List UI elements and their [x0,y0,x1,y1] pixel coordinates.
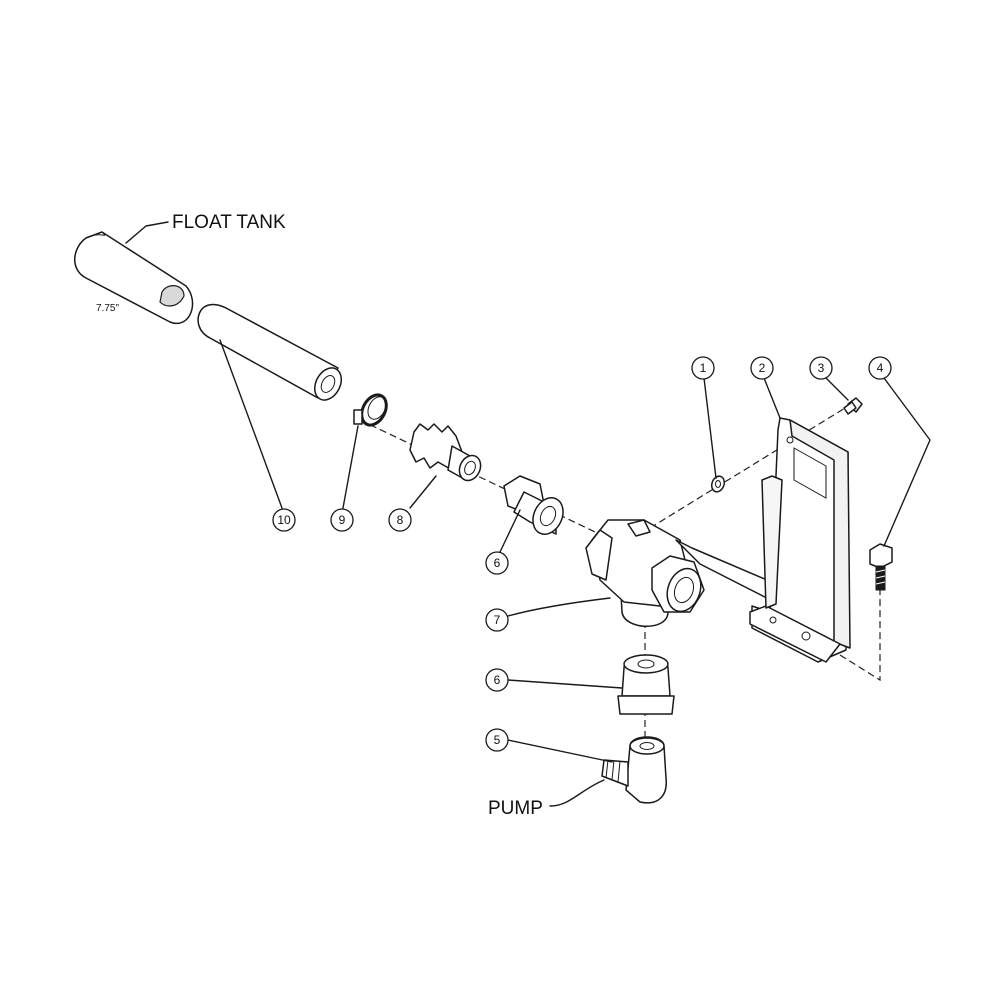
part-2-bracket [749,417,851,663]
float-tank-pipe [74,231,194,325]
part-1-washer [710,475,726,493]
callout-10: 10 [272,508,296,532]
part-6-upper-adapter [503,475,564,535]
float-tank-label: FLOAT TANK [172,212,286,233]
callout-7-number: 7 [494,613,501,627]
callout-8: 8 [388,508,412,532]
callout-3: 3 [809,356,833,380]
leader-lines [125,221,931,807]
callout-6-lower: 6 [485,668,509,692]
part-9-clamp [353,393,388,427]
callout-6-lower-number: 6 [494,673,501,687]
callout-2: 2 [750,356,774,380]
callout-4: 4 [868,356,892,380]
callout-1-number: 1 [700,361,707,375]
part-4-bolt [869,543,893,591]
part-5-elbow [601,736,667,804]
callout-5: 5 [485,728,509,752]
pump-label: PUMP [488,798,543,819]
part-10-hose [197,303,343,401]
callout-8-number: 8 [397,513,404,527]
callout-7: 7 [485,608,509,632]
callout-9: 9 [330,508,354,532]
callout-6-upper-number: 6 [494,556,501,570]
callout-5-number: 5 [494,733,501,747]
callout-2-number: 2 [759,361,766,375]
callout-9-number: 9 [339,513,346,527]
part-6-lower-adapter [617,654,675,715]
part-8-barb-fitting [409,423,482,482]
callout-1: 1 [691,356,715,380]
callout-10-number: 10 [277,513,291,527]
dimension-label: 7.75" [96,303,119,314]
callout-4-number: 4 [877,361,884,375]
callout-6-upper: 6 [485,551,509,575]
assembly-centerlines [359,404,881,740]
callout-3-number: 3 [818,361,825,375]
part-3-screw [843,397,863,415]
